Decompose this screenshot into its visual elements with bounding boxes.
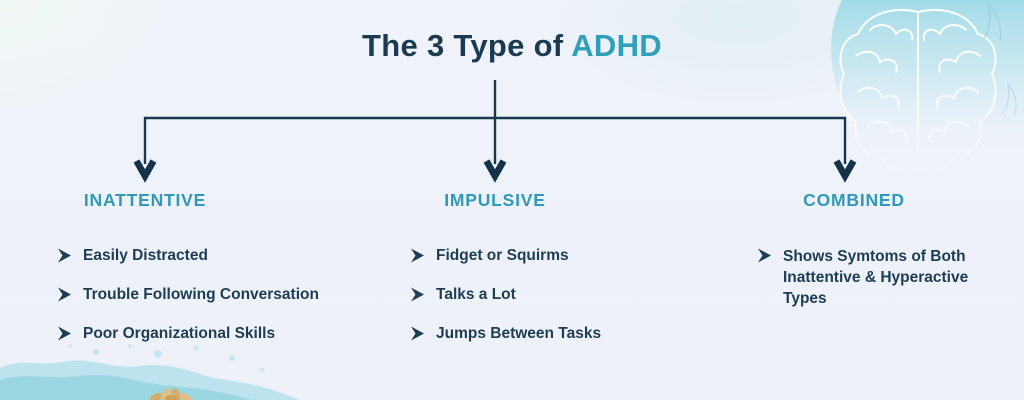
- chevron-right-arrow-icon: [58, 248, 71, 263]
- list-item: Shows Symtoms of Both Inattentive & Hype…: [757, 246, 987, 309]
- list-item-label: Fidget or Squirms: [436, 247, 569, 264]
- list-item-label: Trouble Following Conversation: [83, 286, 319, 303]
- list-item: Trouble Following Conversation: [57, 285, 387, 304]
- chevron-right-arrow-icon: [411, 326, 424, 341]
- page-title: The 3 Type of ADHD: [0, 28, 1024, 64]
- column-impulsive: Fidget or Squirms Talks a Lot Jumps Betw…: [410, 246, 680, 363]
- list-item-label: Talks a Lot: [436, 286, 516, 303]
- column-header-impulsive: IMPULSIVE: [444, 190, 546, 210]
- column-header-combined: COMBINED: [803, 190, 905, 210]
- column-header-inattentive: INATTENTIVE: [83, 190, 207, 210]
- chevron-right-arrow-icon: [58, 287, 71, 302]
- chevron-right-arrow-icon: [58, 326, 71, 341]
- chevron-right-arrow-icon: [411, 248, 424, 263]
- chevron-right-arrow-icon: [758, 248, 771, 263]
- list-item: Jumps Between Tasks: [410, 324, 680, 343]
- list-item: Easily Distracted: [57, 246, 387, 265]
- column-combined: Shows Symtoms of Both Inattentive & Hype…: [757, 246, 987, 329]
- list-item-label: Shows Symtoms of Both Inattentive & Hype…: [783, 248, 969, 307]
- column-inattentive: Easily Distracted Trouble Following Conv…: [57, 246, 387, 363]
- arrowhead-down-icon: [833, 159, 857, 183]
- title-prefix: The 3 Type of: [362, 28, 572, 63]
- list-item-label: Jumps Between Tasks: [436, 325, 602, 342]
- list-item-label: Poor Organizational Skills: [83, 325, 276, 342]
- title-highlight: ADHD: [571, 28, 662, 63]
- list-item-label: Easily Distracted: [83, 247, 208, 264]
- arrowhead-down-icon: [133, 159, 157, 183]
- arrowhead-down-icon: [483, 159, 507, 183]
- list-item: Fidget or Squirms: [410, 246, 680, 265]
- list-item: Talks a Lot: [410, 285, 680, 304]
- chevron-right-arrow-icon: [411, 287, 424, 302]
- list-item: Poor Organizational Skills: [57, 324, 387, 343]
